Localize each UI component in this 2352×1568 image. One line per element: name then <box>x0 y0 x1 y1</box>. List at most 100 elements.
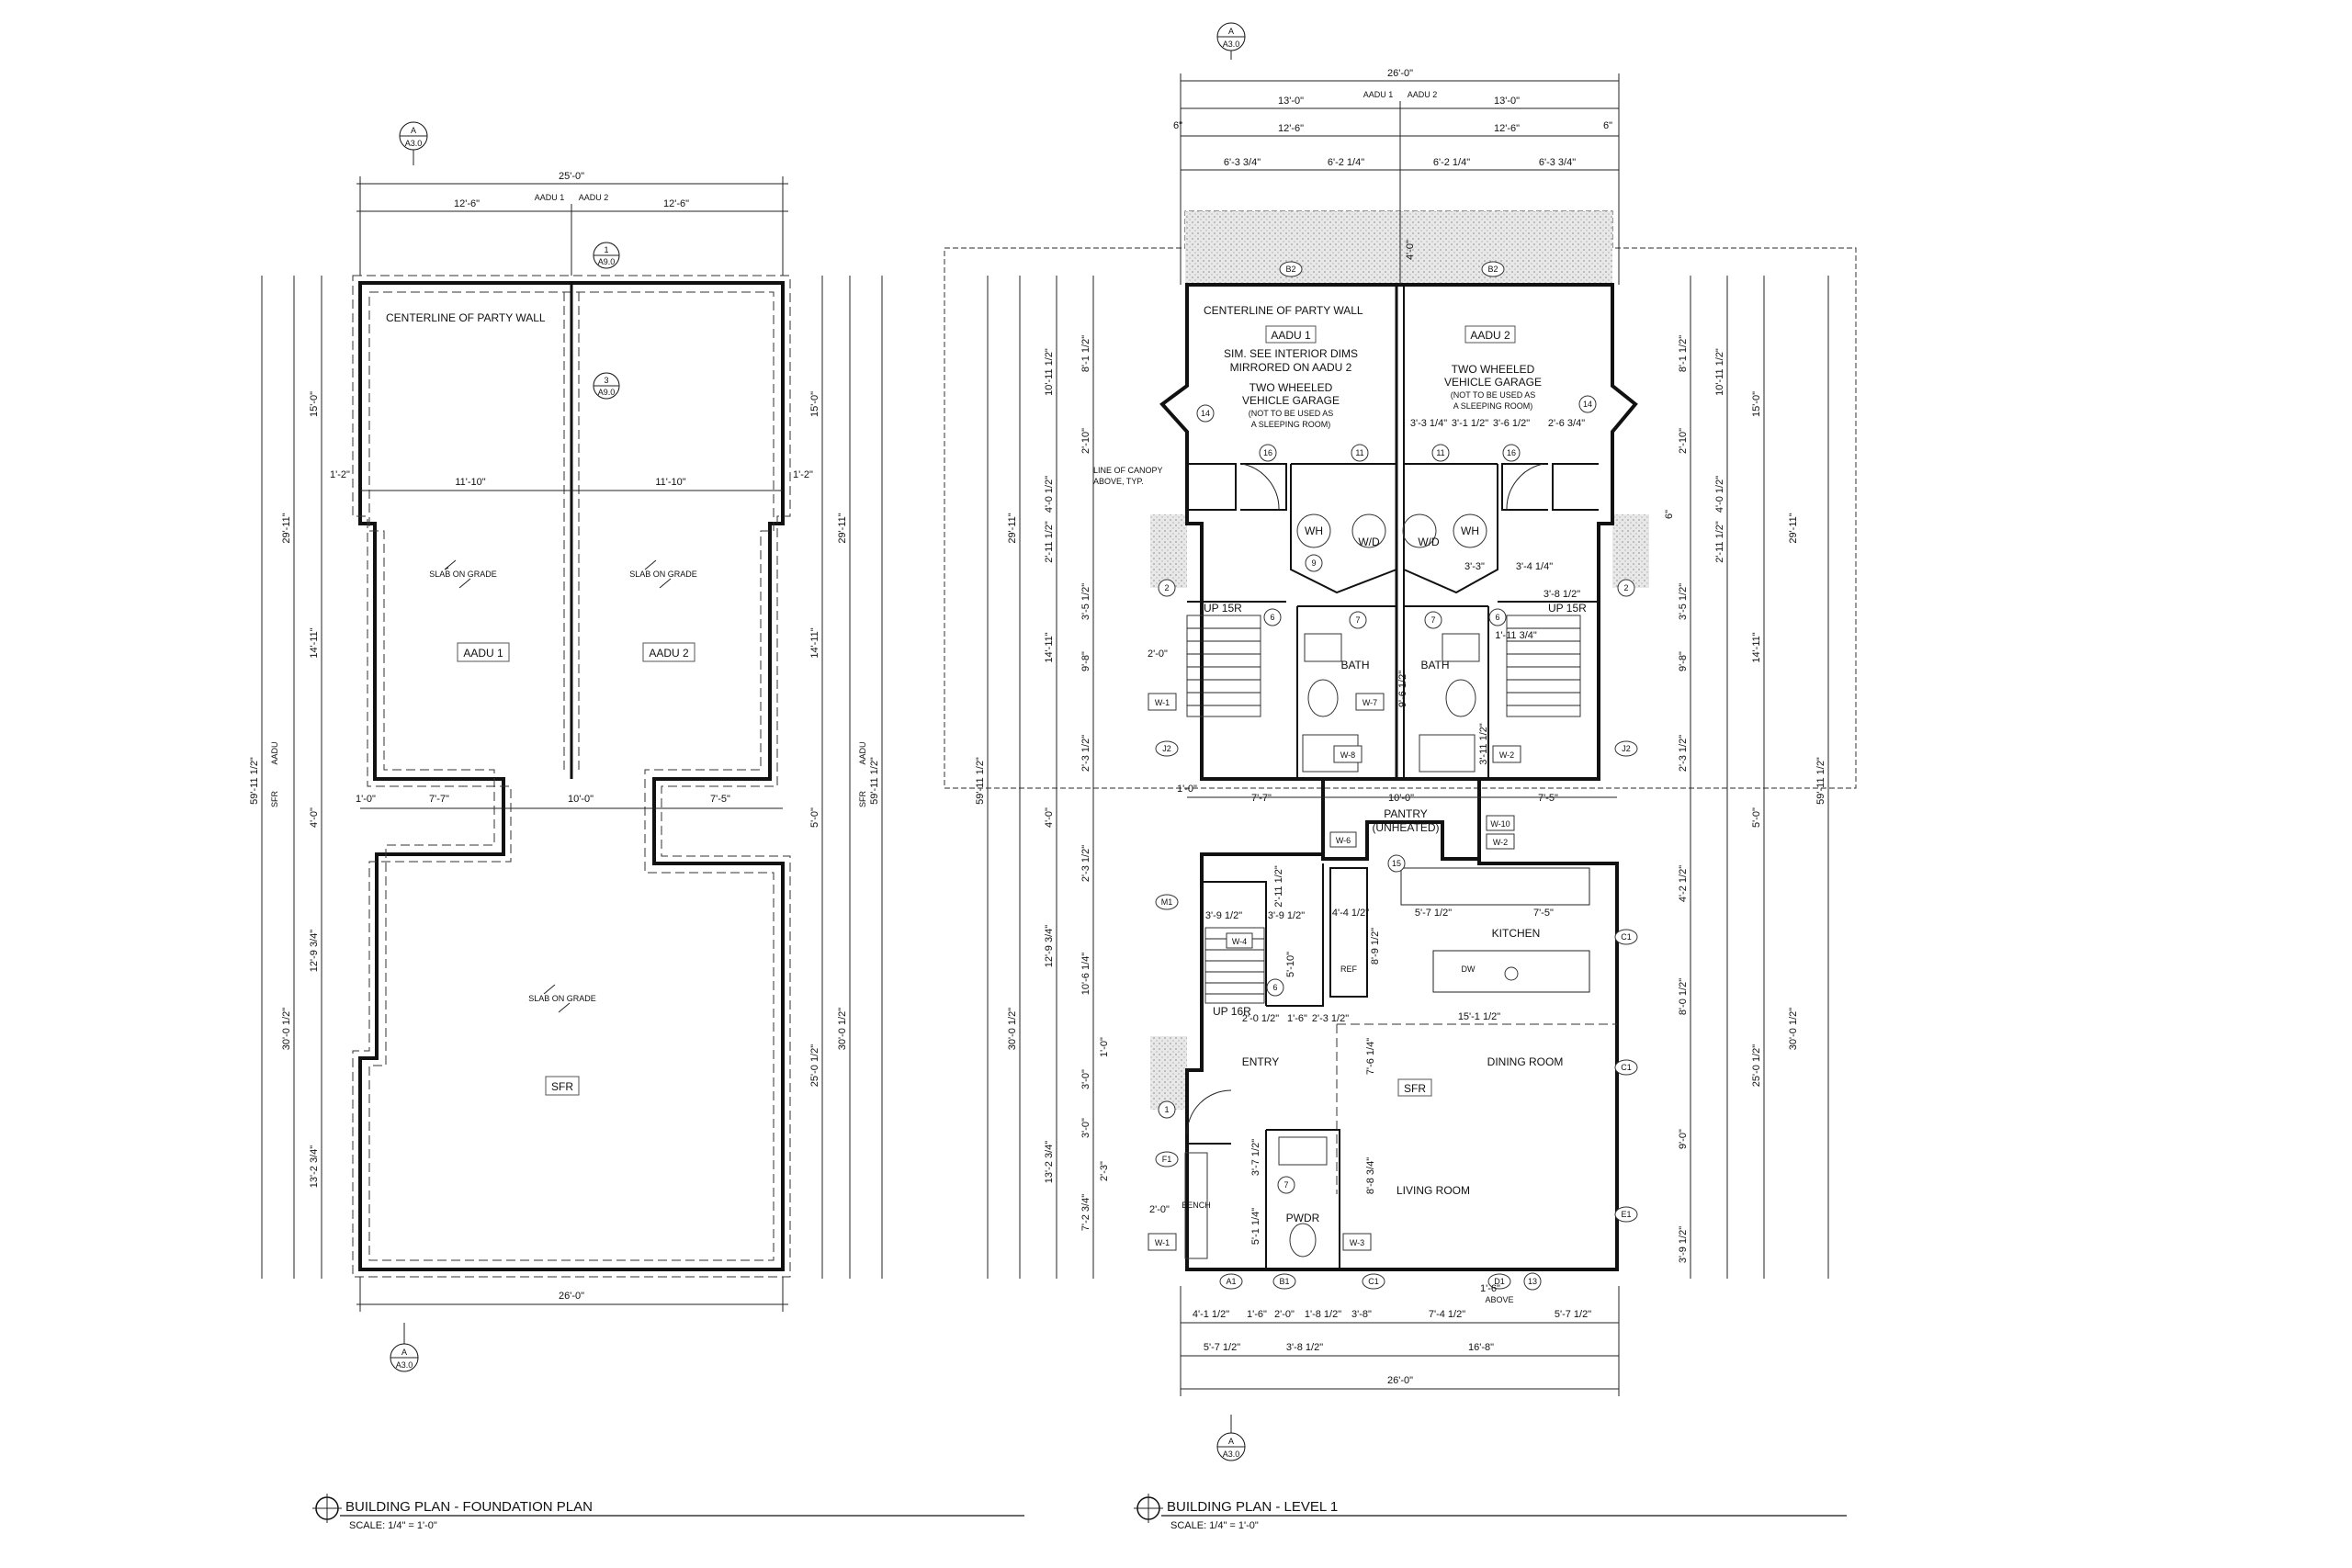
tag-11-left: 11 <box>1351 444 1369 462</box>
svg-text:59'-11 1/2": 59'-11 1/2" <box>249 757 260 805</box>
window-tag-w4[interactable]: W-4 <box>1226 932 1253 949</box>
window-tag-w6[interactable]: W-6 <box>1329 831 1357 848</box>
svg-text:2'-0": 2'-0" <box>1149 1204 1170 1215</box>
aadu2-stair[interactable] <box>1506 615 1581 717</box>
aadu2-label: AADU 2 <box>1470 329 1510 342</box>
window-tag-w2-sfr[interactable]: W-2 <box>1486 833 1515 850</box>
svg-text:W-2: W-2 <box>1493 838 1508 847</box>
svg-text:B2: B2 <box>1487 265 1498 274</box>
tag-9-left: 9 <box>1305 554 1323 572</box>
svg-text:W-6: W-6 <box>1336 836 1351 845</box>
svg-text:3'-4 1/4": 3'-4 1/4" <box>1516 561 1553 572</box>
svg-text:10'-11 1/2": 10'-11 1/2" <box>1044 348 1055 396</box>
svg-text:6: 6 <box>1270 613 1274 622</box>
svg-text:4'-1 1/2": 4'-1 1/2" <box>1193 1309 1229 1320</box>
aadu1-stair[interactable] <box>1186 615 1261 717</box>
svg-text:A9.0: A9.0 <box>598 388 616 397</box>
svg-text:15: 15 <box>1392 859 1401 868</box>
svg-text:29'-11": 29'-11" <box>1788 513 1799 543</box>
foundation-title: BUILDING PLAN - FOUNDATION PLAN <box>345 1499 593 1515</box>
svg-text:2'-3 1/2": 2'-3 1/2" <box>1080 845 1091 882</box>
svg-text:1'-6": 1'-6" <box>1247 1309 1267 1320</box>
sfr-neck-walls[interactable] <box>1321 779 1481 861</box>
svg-text:8'-8 3/4": 8'-8 3/4" <box>1365 1157 1376 1194</box>
foundation-outer-dash <box>352 275 791 1278</box>
svg-text:13: 13 <box>1528 1277 1537 1286</box>
svg-text:7'-5": 7'-5" <box>1538 793 1558 804</box>
svg-text:59'-11 1/2": 59'-11 1/2" <box>1815 757 1826 805</box>
slope-arrow-icon <box>543 984 571 1013</box>
window-tag-w3[interactable]: W-3 <box>1342 1233 1372 1251</box>
window-tag-w2-aadu[interactable]: W-2 <box>1492 745 1521 763</box>
svg-text:5'-0": 5'-0" <box>809 807 820 828</box>
svg-text:4'-0": 4'-0" <box>1044 807 1055 828</box>
svg-text:8'-1 1/2": 8'-1 1/2" <box>1678 335 1689 372</box>
svg-text:A: A <box>1228 1437 1234 1446</box>
window-tag-w10[interactable]: W-10 <box>1486 815 1515 831</box>
aadu-exterior-walls[interactable] <box>1159 283 1638 781</box>
level1-title-block: BUILDING PLAN - LEVEL 1 SCALE: 1/4" = 1'… <box>1134 1494 1847 1531</box>
svg-text:9: 9 <box>1311 558 1316 568</box>
l1-section-marker-bottom[interactable]: A A3.0 <box>1216 1415 1246 1461</box>
svg-text:30'-0 1/2": 30'-0 1/2" <box>837 1008 848 1050</box>
aadu2-bath: BATH <box>1420 659 1449 671</box>
svg-text:3'-0": 3'-0" <box>1080 1118 1091 1138</box>
svg-text:7'-4 1/2": 7'-4 1/2" <box>1429 1309 1465 1320</box>
svg-text:6": 6" <box>1603 120 1612 131</box>
detail-marker-3[interactable]: 3 A9.0 <box>593 372 620 400</box>
svg-text:4'-0": 4'-0" <box>309 807 320 828</box>
detail-marker-1[interactable]: 1 A9.0 <box>593 242 620 269</box>
svg-text:7'-2 3/4": 7'-2 3/4" <box>1080 1194 1091 1231</box>
aadu1-bath: BATH <box>1340 659 1369 671</box>
living-label: LIVING ROOM <box>1396 1184 1470 1197</box>
tag-2-right: 2 <box>1617 579 1635 597</box>
svg-text:3'-8": 3'-8" <box>1351 1309 1372 1320</box>
tag-11-right: 11 <box>1431 444 1450 462</box>
svg-text:10'-0": 10'-0" <box>1388 793 1414 804</box>
svg-text:AADU 2: AADU 2 <box>1408 90 1438 99</box>
svg-text:13'-2 3/4": 13'-2 3/4" <box>309 1145 320 1188</box>
aadu2-wh: WH <box>1461 525 1479 537</box>
svg-text:5'-1 1/4": 5'-1 1/4" <box>1250 1208 1261 1245</box>
svg-text:3'-8 1/2": 3'-8 1/2" <box>1286 1342 1323 1353</box>
svg-text:12'-9 3/4": 12'-9 3/4" <box>309 930 320 972</box>
svg-text:1'-0": 1'-0" <box>1177 784 1197 795</box>
svg-text:2'-11 1/2": 2'-11 1/2" <box>1273 865 1284 908</box>
pwdr-label: PWDR <box>1286 1212 1320 1224</box>
svg-text:2: 2 <box>1164 583 1169 592</box>
svg-text:26'-0": 26'-0" <box>559 1291 584 1302</box>
svg-text:3'-7 1/2": 3'-7 1/2" <box>1250 1139 1261 1176</box>
tag-a1: A1 <box>1219 1273 1243 1290</box>
l1-section-marker-top[interactable]: A A3.0 <box>1216 22 1246 60</box>
pantry-label-2: (UNHEATED) <box>1372 821 1439 834</box>
svg-text:8'-1 1/2": 8'-1 1/2" <box>1080 335 1091 372</box>
svg-text:3: 3 <box>604 376 608 385</box>
tag-7-right: 7 <box>1424 611 1442 629</box>
foundation-unit-tag-sfr <box>545 1076 580 1096</box>
svg-text:10'-6 1/4": 10'-6 1/4" <box>1080 953 1091 995</box>
svg-text:AADU: AADU <box>858 741 867 764</box>
l1-interior-dimensions-aadu: 3'-3 1/4" 3'-1 1/2" 3'-6 1/2" 2'-6 3/4" … <box>1397 418 1585 765</box>
sfr-tag-box <box>1397 1078 1432 1097</box>
svg-text:26'-0": 26'-0" <box>1387 68 1413 79</box>
l1-bottom-dimensions: 4'-1 1/2" 1'-6" 2'-0" 1'-8 1/2" 3'-8" 7'… <box>1180 1283 1620 1396</box>
svg-text:W-7: W-7 <box>1363 698 1377 707</box>
window-tag-w8[interactable]: W-8 <box>1333 745 1363 763</box>
svg-text:B1: B1 <box>1279 1277 1289 1286</box>
svg-text:10'-11 1/2": 10'-11 1/2" <box>1714 348 1725 396</box>
window-tag-w1-aadu[interactable]: W-1 <box>1148 693 1177 711</box>
svg-text:14'-11": 14'-11" <box>809 627 820 658</box>
aadu1-garage-1: TWO WHEELED <box>1250 381 1333 394</box>
window-tag-w7[interactable]: W-7 <box>1355 693 1385 711</box>
window-tag-w1-sfr[interactable]: W-1 <box>1148 1233 1177 1251</box>
level1-plan: CENTERLINE OF PARTY WALL AADU 1 SIM. SEE… <box>944 22 1857 1531</box>
foundation-dim-jog-right: 1'-2" <box>793 469 813 480</box>
section-marker-bottom[interactable]: A A3.0 <box>390 1323 419 1372</box>
svg-text:J2: J2 <box>1162 744 1171 753</box>
svg-text:16: 16 <box>1507 448 1516 457</box>
svg-text:12'-6": 12'-6" <box>454 198 480 209</box>
svg-text:W-3: W-3 <box>1350 1238 1364 1247</box>
svg-text:3'-6 1/2": 3'-6 1/2" <box>1493 418 1530 429</box>
svg-text:7'-7": 7'-7" <box>1251 793 1272 804</box>
section-marker-top[interactable]: A A3.0 <box>399 121 428 165</box>
